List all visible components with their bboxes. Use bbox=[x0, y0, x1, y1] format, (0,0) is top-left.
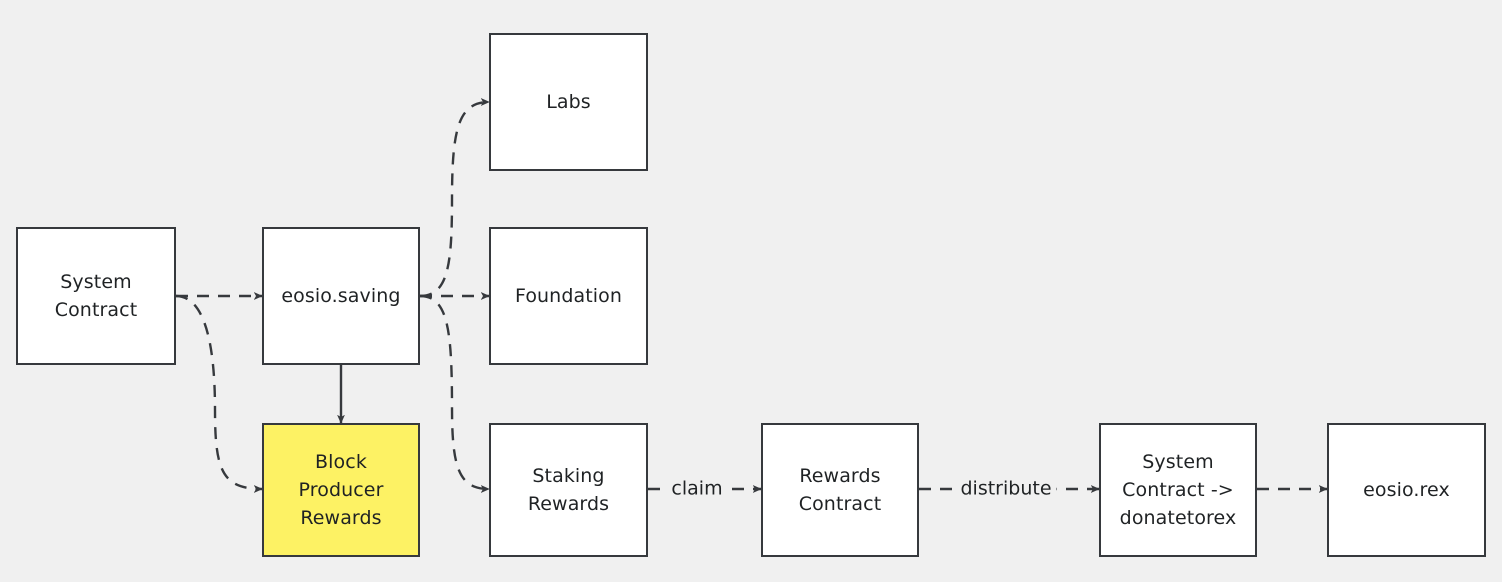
node-label-eosio-rex: eosio.rex bbox=[1363, 478, 1450, 501]
edge-label-staking-rewards-to-rewards-contract: claim bbox=[666, 476, 728, 502]
node-label-staking-rewards: Staking Rewards bbox=[527, 464, 610, 515]
edge-eosio-saving-to-labs bbox=[419, 98, 490, 298]
node-foundation[interactable]: Foundation bbox=[489, 227, 648, 365]
edges-group bbox=[175, 98, 1328, 493]
node-labs[interactable]: Labs bbox=[489, 33, 648, 171]
edge-label-rewards-contract-to-system-contract-donatetorex: distribute bbox=[955, 476, 1057, 502]
node-system-contract[interactable]: System Contract bbox=[16, 227, 176, 365]
node-label-system-contract: System Contract bbox=[54, 270, 138, 321]
node-label-labs: Labs bbox=[546, 90, 591, 113]
node-label-eosio-saving: eosio.saving bbox=[281, 284, 401, 307]
node-eosio-saving[interactable]: eosio.saving bbox=[262, 227, 420, 365]
node-label-system-contract-donatetorex: System Contract -> donatetorex bbox=[1119, 450, 1237, 530]
edge-system-contract-to-block-producer-rewards bbox=[175, 294, 263, 493]
node-system-contract-donatetorex[interactable]: System Contract -> donatetorex bbox=[1099, 423, 1257, 557]
node-staking-rewards[interactable]: Staking Rewards bbox=[489, 423, 648, 557]
node-label-rewards-contract: Rewards Contract bbox=[798, 464, 882, 515]
node-eosio-rex[interactable]: eosio.rex bbox=[1327, 423, 1486, 557]
edge-eosio-saving-to-staking-rewards bbox=[419, 294, 490, 493]
node-label-foundation: Foundation bbox=[514, 284, 623, 307]
node-block-producer-rewards[interactable]: Block Producer Rewards bbox=[262, 423, 420, 557]
node-label-block-producer-rewards: Block Producer Rewards bbox=[298, 450, 384, 530]
node-rewards-contract[interactable]: Rewards Contract bbox=[761, 423, 919, 557]
